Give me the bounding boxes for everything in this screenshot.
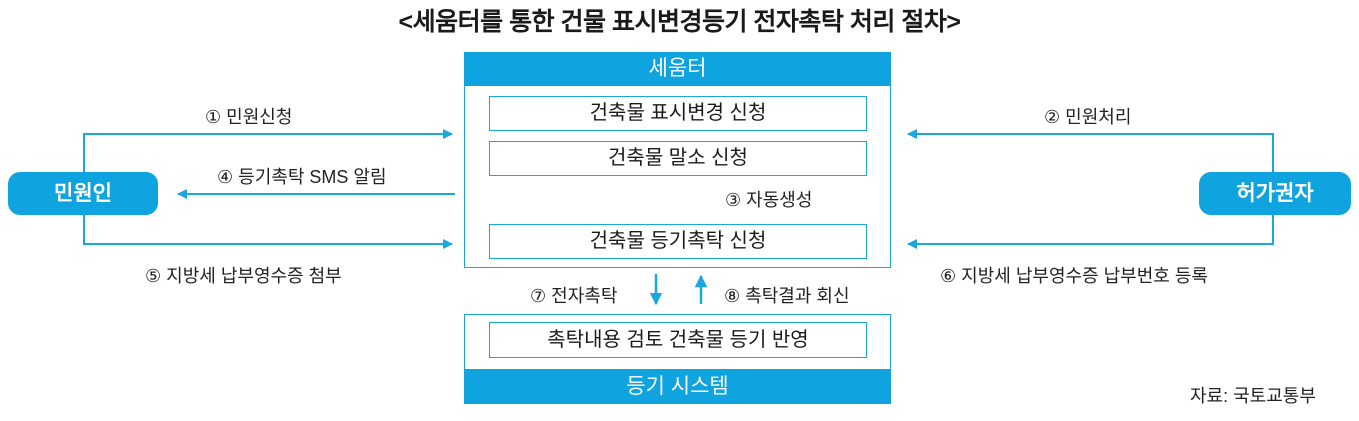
label-flow-1: ① 민원신청 <box>205 107 293 127</box>
step-registration-request: 건축물 등기촉탁 신청 <box>489 224 867 259</box>
label-flow-2: ② 민원처리 <box>1044 107 1132 127</box>
arrow-6-register <box>907 214 1274 249</box>
arrow-1-apply <box>83 129 453 172</box>
arrow-2-process <box>907 129 1274 172</box>
registry-header: 등기 시스템 <box>464 369 891 404</box>
step-review-reflect: 촉탁내용 검토 건축물 등기 반영 <box>489 322 867 358</box>
label-flow-8: ⑧ 촉탁결과 회신 <box>724 286 850 306</box>
actor-licensing-authority: 허가권자 <box>1199 172 1351 215</box>
label-flow-7: ⑦ 전자촉탁 <box>530 286 618 306</box>
step-cancellation: 건축물 말소 신청 <box>489 141 867 176</box>
step-display-change: 건축물 표시변경 신청 <box>489 96 867 131</box>
arrow-5-receipt <box>83 214 453 249</box>
actor-applicant: 민원인 <box>8 172 158 215</box>
source-note: 자료: 국토교통부 <box>1190 386 1316 406</box>
label-flow-6: ⑥ 지방세 납부영수증 납부번호 등록 <box>940 266 1208 286</box>
diagram-title: <세움터를 통한 건물 표시변경등기 전자촉탁 처리 절차> <box>398 8 961 36</box>
label-flow-3: ③ 자동생성 <box>725 190 813 210</box>
label-flow-4: ④ 등기촉탁 SMS 알림 <box>217 167 387 187</box>
seumteo-header: 세움터 <box>464 52 891 86</box>
label-flow-5: ⑤ 지방세 납부영수증 첨부 <box>145 266 342 286</box>
